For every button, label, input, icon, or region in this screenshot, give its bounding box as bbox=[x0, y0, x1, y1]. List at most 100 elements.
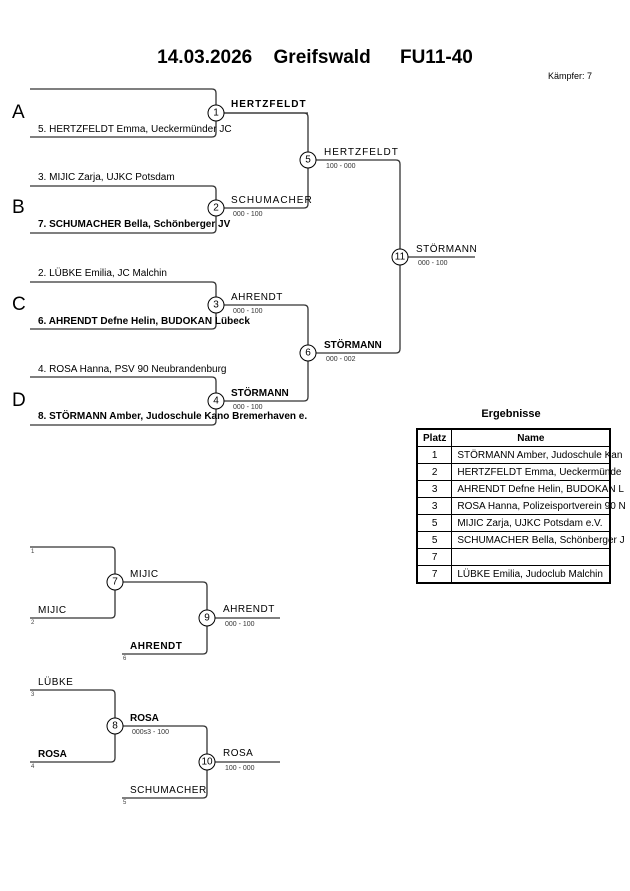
slot-number: 6 bbox=[123, 656, 127, 662]
entry: 4. ROSA Hanna, PSV 90 Neubrandenburg bbox=[38, 364, 227, 375]
match-score: 100 - 000 bbox=[326, 163, 356, 170]
place: 7 bbox=[416, 548, 453, 566]
match-winner: ROSA bbox=[223, 748, 254, 759]
name: MIJIC Zarja, UJKC Potsdam e.V. bbox=[451, 514, 611, 532]
slot-name: LÜBKE bbox=[38, 677, 74, 688]
match-score: 000 - 100 bbox=[233, 211, 263, 218]
results-title: Ergebnisse bbox=[481, 408, 541, 420]
name: AHRENDT Defne Helin, BUDOKAN L bbox=[451, 480, 624, 498]
slot-number: 2 bbox=[31, 620, 35, 626]
slot-name: ROSA bbox=[38, 749, 67, 760]
slot-number: 3 bbox=[31, 692, 35, 698]
name: LÜBKE Emilia, Judoclub Malchin bbox=[451, 565, 611, 584]
match-1-circle bbox=[207, 104, 225, 122]
match-winner: STÖRMANN bbox=[231, 388, 289, 399]
match-2-circle bbox=[207, 199, 225, 217]
place: 5 bbox=[416, 514, 453, 532]
slot-number: 4 bbox=[31, 764, 35, 770]
match-4-circle bbox=[207, 392, 225, 410]
match-number: 10 bbox=[201, 757, 213, 768]
match-number: 6 bbox=[305, 348, 311, 359]
match-number: 4 bbox=[213, 396, 219, 407]
entry: 8. STÖRMANN Amber, Judoschule Kano Breme… bbox=[38, 411, 308, 422]
place: 2 bbox=[416, 463, 453, 481]
slot-number: 5 bbox=[123, 800, 127, 806]
name: ROSA Hanna, Polizeisportverein 90 N bbox=[451, 497, 626, 515]
match-5-circle bbox=[299, 151, 317, 169]
match-number: 8 bbox=[112, 721, 118, 732]
category: FU11-40 bbox=[399, 47, 473, 68]
match-winner: STÖRMANN bbox=[324, 340, 382, 351]
match-score: 000s3 - 100 bbox=[132, 729, 169, 736]
entry: 2. LÜBKE Emilia, JC Malchin bbox=[38, 268, 167, 279]
pool-label: D bbox=[12, 390, 26, 411]
match-winner: AHRENDT bbox=[231, 292, 283, 303]
match-score: 000 - 002 bbox=[326, 356, 356, 363]
pool-label: B bbox=[12, 197, 25, 218]
match-number: 3 bbox=[213, 300, 219, 311]
place: 5 bbox=[416, 531, 453, 549]
match-winner: ROSA bbox=[130, 713, 159, 724]
slot-name: SCHUMACHER bbox=[130, 785, 207, 796]
match-11-lines bbox=[399, 164, 475, 349]
match-3-circle bbox=[207, 296, 225, 314]
match-number: 7 bbox=[112, 577, 118, 588]
place: 1 bbox=[416, 446, 453, 464]
match-winner: AHRENDT bbox=[223, 604, 275, 615]
match-score: 100 - 000 bbox=[225, 765, 255, 772]
column-header: Platz bbox=[416, 428, 453, 447]
match-6-circle bbox=[299, 344, 317, 362]
match-7-circle bbox=[106, 573, 124, 591]
match-9-lines bbox=[122, 586, 280, 655]
place: 3 bbox=[416, 497, 453, 515]
place: 3 bbox=[416, 480, 453, 498]
match-score: 000 - 100 bbox=[418, 260, 448, 267]
match-8-circle bbox=[106, 717, 124, 735]
match-circles bbox=[106, 104, 409, 771]
entry: 3. MIJIC Zarja, UJKC Potsdam bbox=[38, 172, 175, 183]
name bbox=[451, 548, 611, 566]
name: HERTZFELDT Emma, Ueckermünde bbox=[451, 463, 621, 481]
place: Greifswald bbox=[273, 47, 371, 68]
pool-label: A bbox=[12, 102, 25, 123]
slot-number: 1 bbox=[31, 549, 35, 555]
entry: 7. SCHUMACHER Bella, Schönberger JV bbox=[38, 219, 231, 230]
match-6-lines bbox=[307, 309, 401, 397]
match-5-lines bbox=[216, 112, 401, 204]
entry: 6. AHRENDT Defne Helin, BUDOKAN Lübeck bbox=[38, 316, 250, 327]
page-title: 14.03.2026 Greifswald FU11-40 bbox=[0, 47, 630, 69]
match-number: 1 bbox=[213, 108, 219, 119]
match-10-circle bbox=[198, 753, 216, 771]
pool-label: C bbox=[12, 294, 26, 315]
slot-name: AHRENDT bbox=[130, 641, 183, 652]
date: 14.03.2026 bbox=[157, 47, 253, 68]
match-winner: SCHUMACHER bbox=[231, 195, 313, 206]
match-11-circle bbox=[391, 248, 409, 266]
table-row: 7 bbox=[416, 548, 611, 566]
entry: 5. HERTZFELDT Emma, Ueckermünder JC bbox=[38, 124, 232, 135]
final-winner: STÖRMANN bbox=[416, 244, 478, 255]
match-score: 000 - 100 bbox=[233, 404, 263, 411]
match-winner: HERTZFELDT bbox=[324, 147, 399, 158]
match-9-circle bbox=[198, 609, 216, 627]
match-number: 11 bbox=[395, 252, 406, 263]
match-score: 000 - 100 bbox=[225, 621, 255, 628]
name: STÖRMANN Amber, Judoschule Kan bbox=[451, 446, 622, 464]
place: 7 bbox=[416, 565, 453, 584]
match-number: 9 bbox=[204, 613, 210, 624]
fighter-count: Kämpfer: 7 bbox=[548, 71, 593, 81]
name: SCHUMACHER Bella, Schönberger J bbox=[451, 531, 625, 549]
match-number: 2 bbox=[213, 203, 219, 214]
column-header: Name bbox=[451, 428, 611, 447]
match-score: 000 - 100 bbox=[233, 308, 263, 315]
match-number: 5 bbox=[305, 155, 311, 166]
